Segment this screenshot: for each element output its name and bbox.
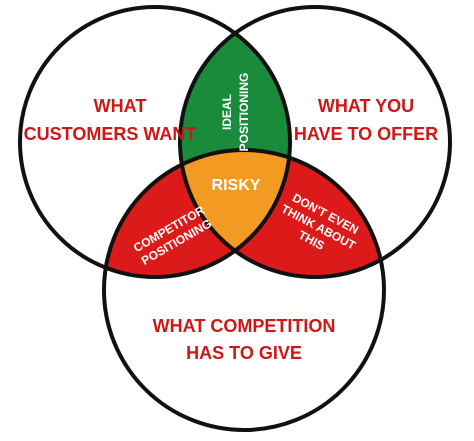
svg-text:WHAT: WHAT	[94, 96, 147, 116]
svg-text:WHAT YOU: WHAT YOU	[318, 96, 414, 116]
svg-text:WHAT COMPETITION: WHAT COMPETITION	[153, 316, 336, 336]
competition-circle	[102, 148, 386, 432]
risky-label: RISKY	[212, 177, 261, 194]
svg-text:HAS TO GIVE: HAS TO GIVE	[186, 343, 302, 363]
dont-even-region	[180, 150, 384, 277]
svg-text:RISKY: RISKY	[212, 177, 261, 194]
customers-label: WHAT CUSTOMERS WANT	[24, 96, 197, 144]
svg-text:HAVE TO OFFER: HAVE TO OFFER	[294, 124, 438, 144]
customers-circle	[18, 5, 292, 279]
offer-circle	[178, 5, 452, 279]
ideal-label: IDEAL POSITIONING	[220, 73, 251, 152]
competitor-region	[104, 150, 290, 277]
offer-label: WHAT YOU HAVE TO OFFER	[294, 96, 438, 144]
svg-text:POSITIONING: POSITIONING	[237, 73, 251, 152]
svg-text:CUSTOMERS WANT: CUSTOMERS WANT	[24, 124, 197, 144]
svg-text:IDEAL: IDEAL	[220, 94, 234, 130]
competition-label: WHAT COMPETITION HAS TO GIVE	[153, 316, 336, 363]
